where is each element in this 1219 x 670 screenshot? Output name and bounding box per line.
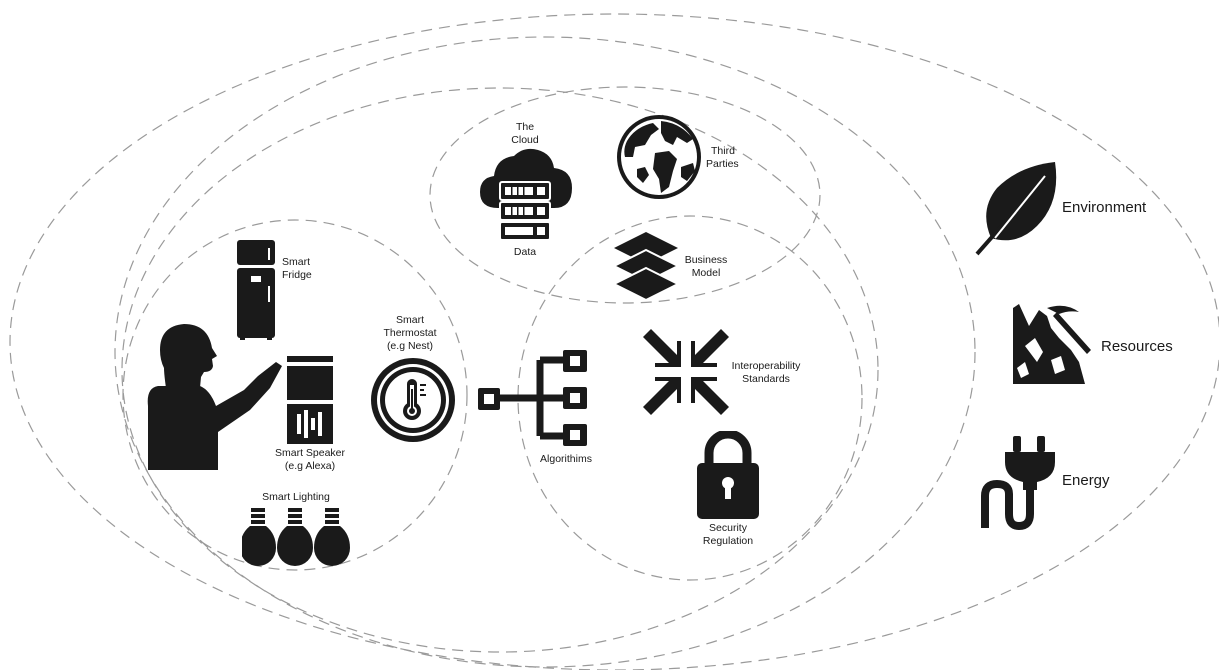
- data-label: Data: [513, 246, 537, 258]
- third-parties-label-line2: Parties: [706, 158, 739, 170]
- business-model-label-line2: Model: [691, 267, 721, 279]
- third-parties-label-line1: Third: [711, 145, 735, 157]
- security-label-line1: Security: [709, 522, 747, 534]
- smart-fridge-label-line1: Smart: [282, 256, 311, 268]
- thermostat-icon: [371, 358, 455, 442]
- outer-ring: [9, 13, 1219, 670]
- algorithms-label: Algorithims: [540, 453, 592, 465]
- leaf-icon: [975, 162, 1057, 256]
- thermostat-label-line3: (e.g Nest): [386, 340, 434, 352]
- device-ring: [122, 219, 468, 571]
- algorithms-ring: [517, 215, 863, 581]
- cloud-server-icon: [480, 148, 572, 241]
- plug-icon: [981, 436, 1055, 530]
- bulb-icon: [242, 508, 276, 566]
- person-icon: [147, 324, 282, 470]
- thermostat-label-line2: Thermostat: [383, 327, 437, 339]
- second-ring: [114, 36, 976, 668]
- smart-fridge-label-line2: Fridge: [282, 269, 312, 281]
- layers-icon: [613, 232, 679, 300]
- compress-arrows-icon: [643, 329, 729, 415]
- energy-label: Energy: [1062, 472, 1110, 489]
- resources-label: Resources: [1101, 338, 1173, 355]
- cloud-label-line2: Cloud: [511, 134, 539, 146]
- smart-speaker-label-line2: (e.g Alexa): [284, 460, 336, 472]
- fridge-icon: [237, 240, 275, 340]
- thermostat-label-line1: Smart: [395, 314, 424, 326]
- business-model-label-line1: Business: [684, 254, 728, 266]
- interoperability-label-line1: Interoperability: [731, 360, 801, 372]
- environment-label: Environment: [1062, 199, 1147, 216]
- cloud-ring: [429, 86, 821, 304]
- interoperability-label-line2: Standards: [742, 373, 790, 385]
- speaker-icon: [287, 356, 333, 444]
- third-ring: [121, 87, 879, 653]
- smart-lighting-label: Smart Lighting: [262, 491, 330, 503]
- padlock-icon: [697, 431, 759, 519]
- network-icon: [478, 350, 587, 446]
- bulbs-icon: [242, 508, 350, 566]
- mining-icon: [1013, 304, 1091, 384]
- security-label-line2: Regulation: [702, 535, 754, 547]
- globe-icon: [617, 115, 701, 199]
- cloud-label-line1: The: [515, 121, 535, 133]
- smart-speaker-label-line1: Smart Speaker: [274, 447, 346, 459]
